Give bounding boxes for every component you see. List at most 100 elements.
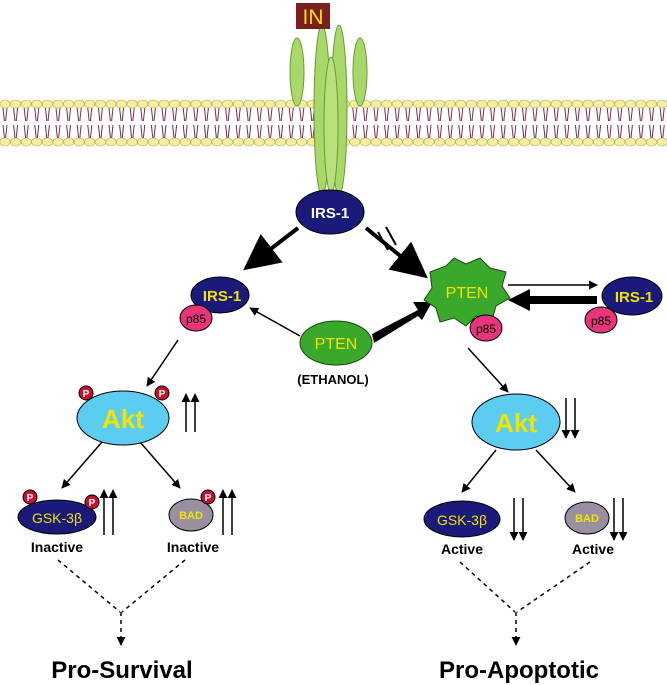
lipid-head	[614, 99, 626, 109]
p85-right-label: p85	[591, 314, 611, 328]
lipid-tail	[638, 107, 641, 122]
lipid-tail	[34, 107, 37, 122]
lipid-tail	[545, 124, 549, 139]
lipid-tail	[407, 107, 411, 122]
lipid-tail	[5, 107, 8, 122]
lipid-tail	[659, 107, 663, 122]
lipid-head	[169, 99, 181, 109]
pten-right-label: PTEN	[446, 285, 489, 302]
lipid-head	[624, 99, 636, 109]
lipid-tail	[97, 107, 101, 122]
lipid-tail	[437, 107, 440, 122]
lipid-head	[147, 99, 159, 109]
gsk-left-state: Inactive	[31, 539, 83, 555]
lipid-tail	[619, 124, 623, 139]
lipid-tail	[500, 124, 504, 139]
lipid-tail	[564, 107, 567, 122]
lipid-tail	[79, 107, 82, 122]
lipid-tail	[87, 107, 90, 122]
lipid-head	[63, 137, 75, 147]
lipid-head	[518, 137, 530, 147]
lipid-tail	[415, 107, 419, 122]
lipid-tail	[649, 124, 652, 139]
lipid-head	[0, 137, 11, 147]
lipid-tail	[203, 107, 207, 122]
gsk-left-phospho-1	[22, 489, 38, 505]
lipid-head	[370, 137, 382, 147]
lipid-tail	[609, 124, 612, 139]
lipid-head	[550, 137, 562, 147]
lipid-tail	[479, 107, 482, 122]
lipid-head	[646, 137, 658, 147]
lipid-tail	[384, 107, 387, 122]
lipid-tail	[426, 107, 429, 122]
lipid-tail	[248, 124, 252, 139]
lipid-head	[540, 99, 552, 109]
outcome-pro-apoptotic: Pro-Apoptotic	[439, 657, 599, 684]
lipid-tail	[630, 107, 633, 122]
lipid-tail	[153, 124, 156, 139]
lipid-tail	[471, 107, 474, 122]
lipid-head	[73, 137, 85, 147]
akt-right-node	[471, 393, 561, 451]
lipid-tail	[280, 124, 284, 139]
gsk-left-phospho-1-label: P	[27, 493, 34, 504]
bad-left-label: BAD	[179, 510, 203, 522]
lipid-tail	[596, 124, 599, 139]
lipid-tail	[574, 107, 578, 122]
lipid-tail	[577, 107, 580, 122]
lipid-tail	[206, 124, 209, 139]
lipid-tail	[278, 107, 281, 122]
ethanol-label: (ETHANOL)	[297, 372, 369, 387]
lipid-head	[635, 99, 647, 109]
lipid-head	[116, 99, 128, 109]
lipid-tail	[429, 124, 432, 139]
lipid-tail	[291, 107, 294, 122]
lipid-tail	[627, 124, 631, 139]
lipid-tail	[373, 107, 376, 122]
lipid-tail	[129, 124, 133, 139]
lipid-head	[190, 99, 202, 109]
bad-left-state: Inactive	[167, 539, 219, 555]
bad-left-phospho	[200, 489, 216, 505]
arrow-irs1-to-irs1p85	[243, 226, 300, 271]
bad-right-down-arrows	[609, 498, 628, 541]
lipid-tail	[121, 107, 125, 122]
lipid-tail	[150, 107, 154, 122]
lipid-head	[73, 99, 85, 109]
lipid-head	[179, 99, 191, 109]
lipid-tail	[68, 107, 72, 122]
lipid-head	[476, 137, 488, 147]
lipid-tail	[55, 124, 58, 139]
pten-right-node	[423, 257, 511, 327]
lipid-head	[275, 99, 287, 109]
lipid-tail	[397, 107, 400, 122]
dashed-bad-left	[121, 559, 186, 613]
lipid-tail	[217, 107, 220, 122]
lipid-tail	[468, 107, 472, 122]
lipid-head	[31, 99, 43, 109]
lipid-tail	[585, 107, 588, 122]
gsk-right-down-arrows	[509, 498, 528, 541]
arrow-pten-to-akt-right	[467, 347, 509, 393]
lipid-tail	[490, 107, 493, 122]
lipid-tail	[5, 124, 8, 139]
lipid-tail	[36, 124, 40, 139]
gsk-left-phospho-2	[84, 494, 100, 510]
bad-right-state: Active	[572, 541, 614, 557]
lipid-tail	[460, 107, 464, 122]
lipid-tail	[100, 107, 103, 122]
lipid-tail	[566, 107, 570, 122]
lipid-head	[232, 99, 244, 109]
lipid-tail	[142, 124, 146, 139]
lipid-tail	[309, 124, 313, 139]
p85-right-node	[584, 306, 618, 334]
lipid-tail	[172, 107, 175, 122]
lipid-tail	[68, 124, 72, 139]
lipid-head	[582, 137, 594, 147]
lipid-head	[52, 99, 64, 109]
lipid-tail	[535, 107, 538, 122]
lipid-head	[561, 137, 573, 147]
lipid-tail	[100, 124, 103, 139]
lipid-tail	[521, 124, 525, 139]
